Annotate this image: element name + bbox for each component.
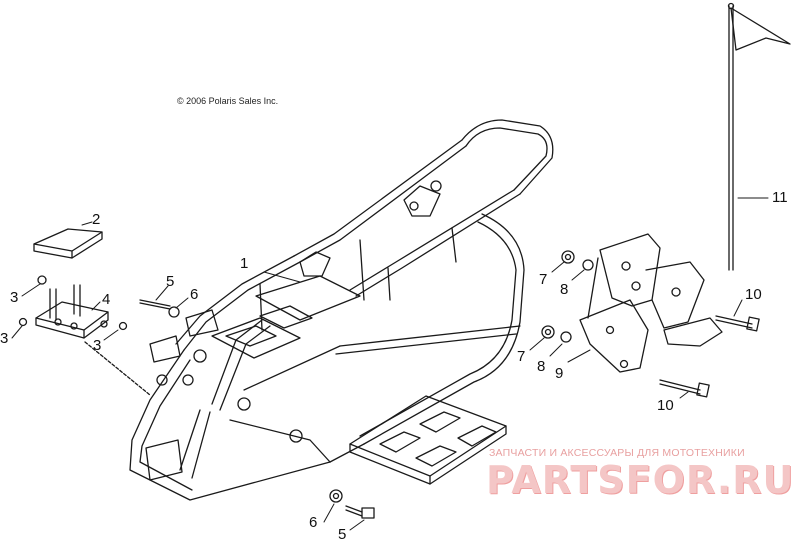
rear-bracket bbox=[579, 233, 723, 373]
footwell-plate bbox=[349, 395, 507, 485]
hardware bbox=[139, 250, 760, 519]
callout-5-lower: 5 bbox=[338, 526, 347, 543]
callout-1: 1 bbox=[240, 255, 249, 272]
callout-3-upper: 3 bbox=[10, 289, 19, 306]
callout-2: 2 bbox=[92, 211, 101, 228]
callout-7-upper: 7 bbox=[539, 271, 548, 288]
callout-6-lower: 6 bbox=[309, 514, 318, 531]
watermark-logo: PARTSFOR.RU bbox=[486, 458, 795, 502]
main-frame bbox=[129, 119, 554, 501]
callout-8-upper: 8 bbox=[560, 281, 569, 298]
callout-6-upper: 6 bbox=[190, 286, 199, 303]
seat-pad bbox=[33, 228, 103, 259]
callout-11: 11 bbox=[772, 189, 788, 206]
callout-7-lower: 7 bbox=[517, 348, 526, 365]
callout-10-lower: 10 bbox=[657, 397, 674, 414]
copyright-notice: © 2006 Polaris Sales Inc. bbox=[177, 96, 279, 106]
watermark-subtitle: ЗАПЧАСТИ И АКСЕССУАРЫ ДЛЯ МОТОТЕХНИКИ bbox=[489, 447, 745, 459]
bracket-plate bbox=[18, 275, 151, 396]
leader-lines bbox=[11, 197, 769, 531]
callout-3-right: 3 bbox=[93, 337, 102, 354]
safety-flag bbox=[727, 2, 791, 271]
callout-5-upper: 5 bbox=[166, 273, 175, 290]
callout-10-upper: 10 bbox=[745, 286, 762, 303]
callout-3-left: 3 bbox=[0, 330, 9, 347]
callout-8-lower: 8 bbox=[537, 358, 546, 375]
callout-9: 9 bbox=[555, 365, 564, 382]
callout-4: 4 bbox=[102, 291, 111, 308]
